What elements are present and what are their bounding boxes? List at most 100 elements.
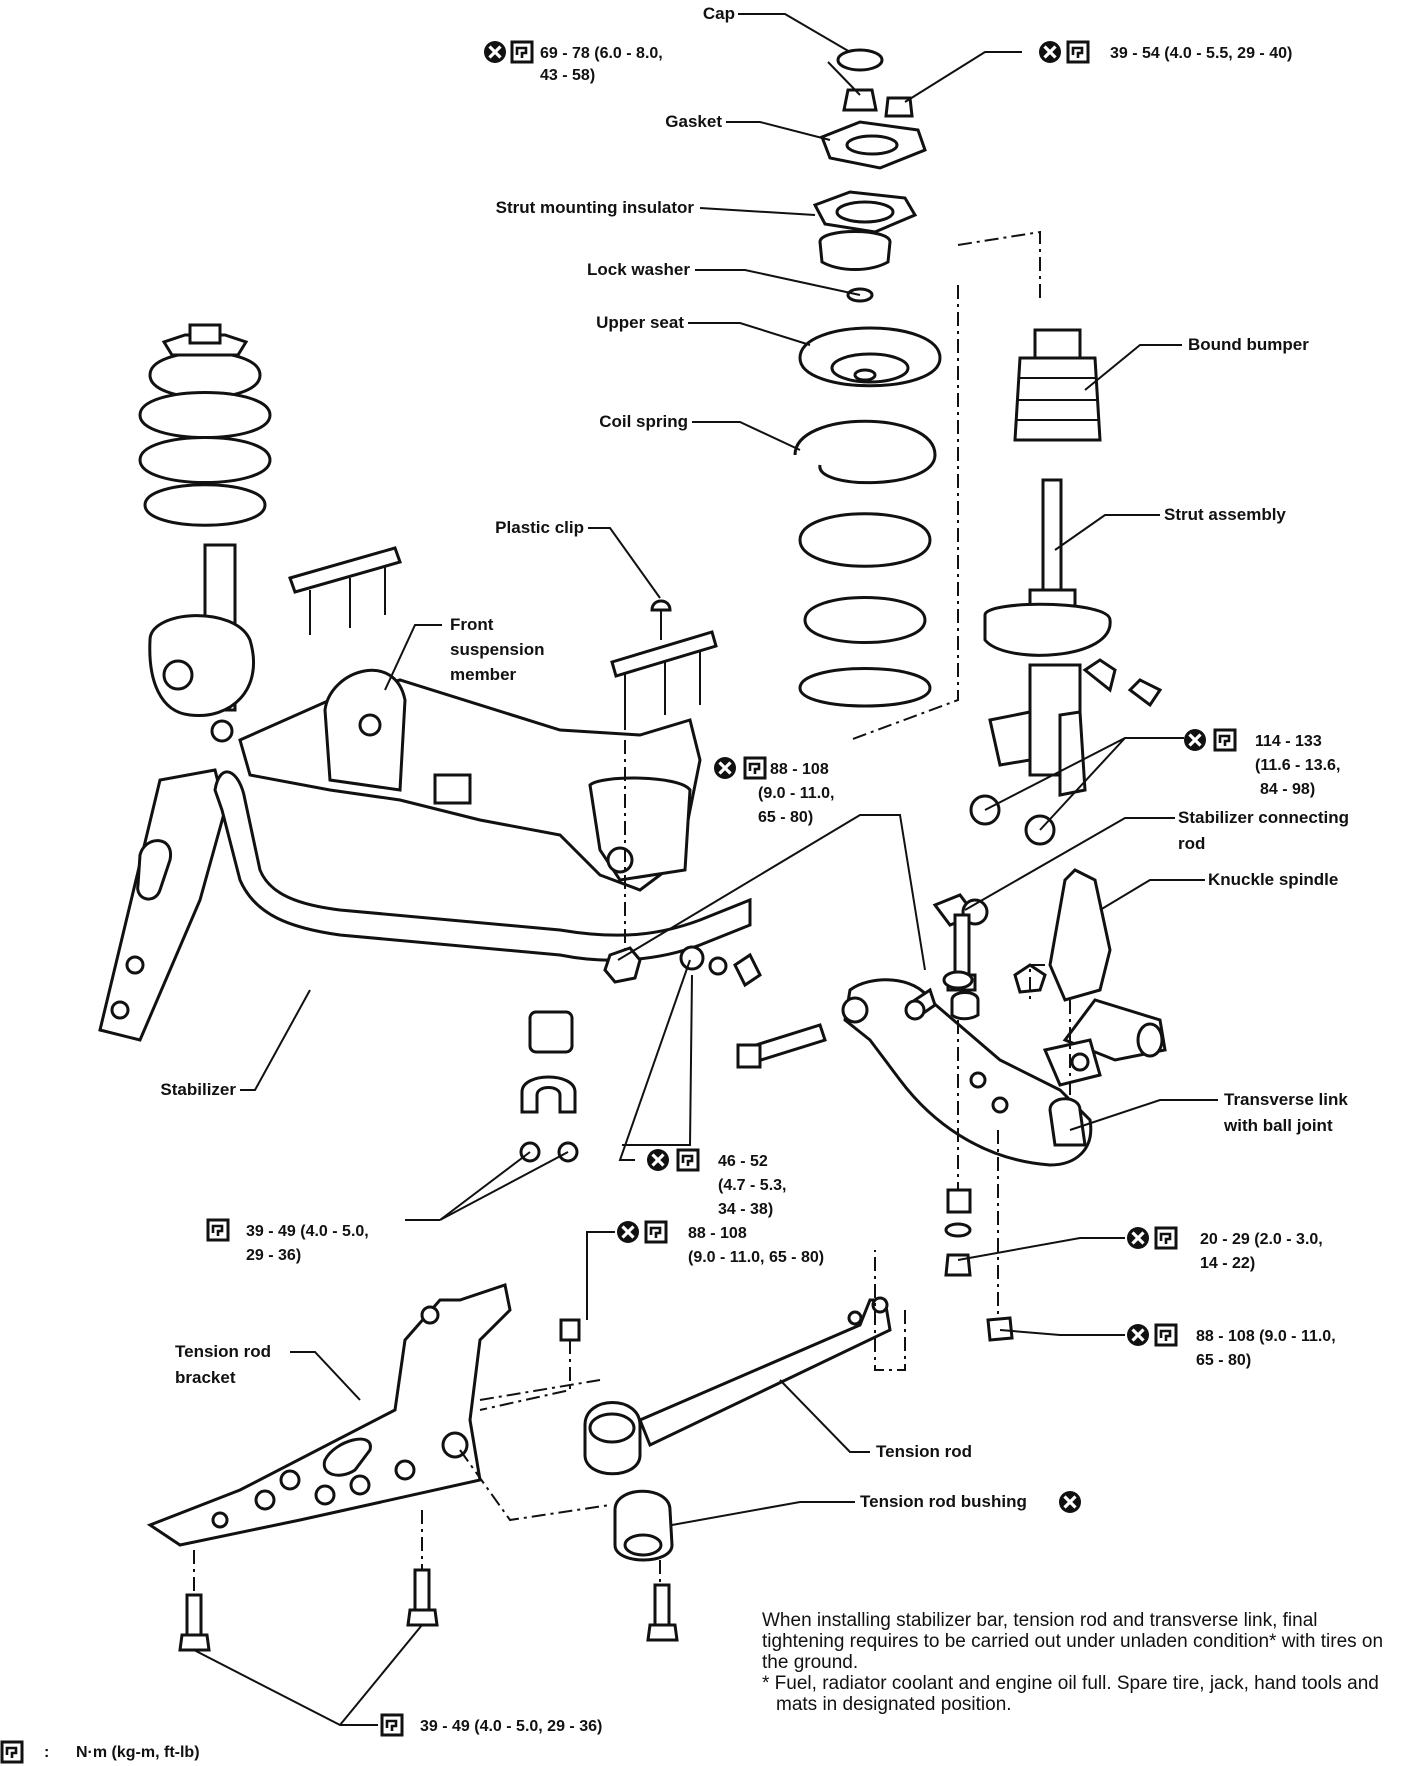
replace-icon — [712, 755, 738, 781]
torque-wrench-icon — [1154, 1323, 1178, 1347]
label-tension-rod-bracket-1: Tension rod — [175, 1342, 271, 1361]
label-gasket: Gasket — [665, 112, 722, 131]
tension-rod-bushing-part — [613, 1489, 674, 1562]
replace-icon — [615, 1219, 641, 1245]
bushing-replace-icon — [1057, 1489, 1083, 1515]
torque-spec-4: 88 - 108 (9.0 - 11.0, 65 - 80) — [712, 755, 835, 826]
transverse-link-part — [736, 978, 1093, 1167]
torque-spec-10: 39 - 49 (4.0 - 5.0, 29 - 36) — [380, 1713, 602, 1737]
strut-mounting-insulator-part — [812, 190, 918, 271]
torque-value-4b: (9.0 - 11.0, — [758, 785, 835, 802]
torque-spec-7: 88 - 108 (9.0 - 11.0, 65 - 80) — [615, 1219, 824, 1266]
torque-wrench-icon — [1154, 1226, 1178, 1250]
label-tension-rod-bracket-2: bracket — [175, 1368, 236, 1387]
label-stabilizer: Stabilizer — [160, 1080, 236, 1099]
torque-spec-2: 39 - 54 (4.0 - 5.5, 29 - 40) — [1037, 39, 1292, 65]
torque-wrench-icon — [0, 1740, 24, 1764]
strut-assembly-part — [983, 478, 1163, 797]
label-strut-assembly: Strut assembly — [1164, 505, 1286, 524]
torque-wrench-icon — [1213, 728, 1237, 752]
replace-icon — [1182, 727, 1208, 753]
torque-value-3c: 84 - 98) — [1260, 781, 1315, 798]
label-front-suspension-member-2: suspension — [450, 640, 544, 659]
torque-value-8b: 14 - 22) — [1200, 1255, 1255, 1272]
knuckle-spindle-part — [1013, 868, 1167, 1087]
strut-bolt-nuts — [969, 794, 1056, 846]
label-front-suspension-member-1: Front — [450, 615, 494, 634]
part-labels: Cap Gasket Strut mounting insulator Lock… — [160, 4, 1349, 1515]
torque-wrench-icon — [380, 1713, 404, 1737]
torque-value-10: 39 - 49 (4.0 - 5.0, 29 - 36) — [420, 1718, 602, 1735]
torque-value-3b: (11.6 - 13.6, — [1255, 757, 1340, 774]
label-transverse-link-2: with ball joint — [1223, 1116, 1333, 1135]
stabilizer-connecting-rod-part — [932, 893, 989, 1021]
torque-spec-6: 39 - 49 (4.0 - 5.0, 29 - 36) — [206, 1218, 369, 1264]
torque-value-6b: 29 - 36) — [246, 1247, 301, 1264]
label-strut-mounting-insulator: Strut mounting insulator — [496, 198, 695, 217]
gasket-part — [820, 120, 927, 170]
torque-value-1b: 43 - 58) — [540, 67, 595, 84]
torque-wrench-icon — [743, 756, 767, 780]
torque-wrench-icon — [510, 40, 534, 64]
label-tension-rod: Tension rod — [876, 1442, 972, 1461]
torque-value-9b: 65 - 80) — [1196, 1352, 1251, 1369]
label-knuckle-spindle: Knuckle spindle — [1208, 870, 1338, 889]
torque-wrench-icon — [1066, 40, 1090, 64]
replace-icon — [1125, 1322, 1151, 1348]
note-main: When installing stabilizer bar, tension … — [762, 1610, 1384, 1673]
torque-value-4c: 65 - 80) — [758, 809, 813, 826]
upper-seat-part — [798, 326, 942, 388]
note-footnote: * Fuel, radiator coolant and engine oil … — [762, 1673, 1379, 1715]
label-stabilizer-connecting-rod-1: Stabilizer connecting — [1178, 808, 1349, 827]
assembled-lower-arm-left — [98, 768, 227, 1042]
bound-bumper-part — [1013, 328, 1102, 442]
nut-part-a — [842, 88, 878, 112]
replace-icon — [482, 39, 508, 65]
stabilizer-end-hardware — [679, 945, 762, 988]
torque-value-5b: (4.7 - 5.3, — [718, 1177, 786, 1194]
torque-value-9a: 88 - 108 (9.0 - 11.0, — [1196, 1328, 1336, 1345]
installation-note: When installing stabilizer bar, tension … — [762, 1610, 1402, 1715]
front-suspension-member-part — [238, 669, 702, 892]
torque-value-3a: 114 - 133 — [1255, 733, 1322, 750]
torque-value-7a: 88 - 108 — [688, 1225, 747, 1242]
stabilizer-bushing-clamp — [519, 1010, 579, 1163]
torque-wrench-icon — [644, 1220, 668, 1244]
label-stabilizer-connecting-rod-2: rod — [1178, 834, 1205, 853]
label-plastic-clip: Plastic clip — [495, 518, 584, 537]
label-bound-bumper: Bound bumper — [1188, 335, 1309, 354]
coil-spring-part — [793, 419, 937, 708]
lower-bolts — [178, 1318, 679, 1652]
replace-icon — [1037, 39, 1063, 65]
torque-spec-3: 114 - 133 (11.6 - 13.6, 84 - 98) — [1182, 727, 1340, 798]
torque-spec-5: 46 - 52 (4.7 - 5.3, 34 - 38) — [645, 1147, 786, 1218]
leader-lines — [193, 13, 1218, 1726]
torque-value-4a: 88 - 108 — [770, 761, 829, 778]
torque-value-7b: (9.0 - 11.0, 65 - 80) — [688, 1249, 824, 1266]
torque-value-8a: 20 - 29 (2.0 - 3.0, — [1200, 1231, 1323, 1248]
torque-value-5c: 34 - 38) — [718, 1201, 773, 1218]
tension-rod-part — [583, 1296, 892, 1476]
label-lock-washer: Lock washer — [587, 260, 690, 279]
torque-wrench-icon — [676, 1148, 700, 1172]
strut-stud-plate — [288, 546, 402, 635]
torque-spec-1: 69 - 78 (6.0 - 8.0, 43 - 58) — [482, 39, 663, 84]
replace-icon — [1125, 1225, 1151, 1251]
legend-units: N·m (kg-m, ft-lb) — [76, 1744, 200, 1761]
torque-value-1a: 69 - 78 (6.0 - 8.0, — [540, 45, 663, 62]
cap-part — [836, 48, 884, 72]
torque-spec-9: 88 - 108 (9.0 - 11.0, 65 - 80) — [1125, 1322, 1336, 1369]
label-upper-seat: Upper seat — [596, 313, 684, 332]
label-cap: Cap — [703, 4, 735, 23]
units-legend: : N·m (kg-m, ft-lb) — [0, 1740, 200, 1764]
member-bracket — [610, 599, 718, 730]
torque-wrench-icon — [206, 1218, 230, 1242]
assembled-strut-left — [138, 323, 272, 743]
label-transverse-link-1: Transverse link — [1224, 1090, 1348, 1109]
crossmember-nut — [603, 946, 642, 984]
link-hardware-stack — [944, 1188, 1014, 1342]
torque-spec-8: 20 - 29 (2.0 - 3.0, 14 - 22) — [1125, 1225, 1323, 1272]
legend-colon: : — [44, 1744, 49, 1761]
torque-value-5a: 46 - 52 — [718, 1153, 768, 1170]
